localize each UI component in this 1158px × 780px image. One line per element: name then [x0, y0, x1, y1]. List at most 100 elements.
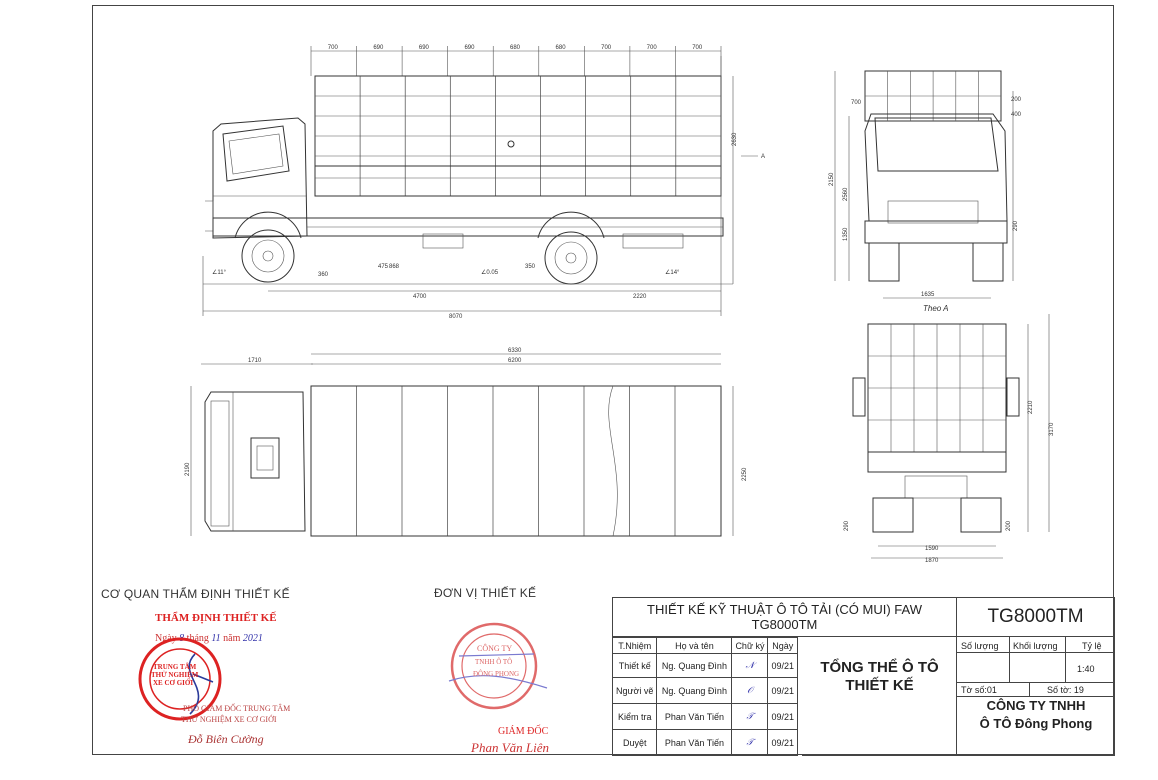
row-signature: 𝒯	[731, 729, 769, 756]
scale-value: 1:40	[1077, 664, 1095, 674]
design-signer: Phan Văn Liên	[471, 740, 549, 755]
row-role: Thiết kế	[611, 653, 658, 678]
sheet-number: Tờ số:01	[961, 685, 997, 695]
svg-text:1870: 1870	[925, 558, 939, 564]
row-role: Duyệt	[611, 729, 658, 756]
svg-text:∠14°: ∠14°	[665, 269, 680, 276]
row-name: Phan Văn Tiến	[656, 703, 733, 730]
front-track-dim: 1635	[921, 292, 935, 298]
personnel-header-row: T.Nhiệm Họ và tên Chữ ký Ngày	[611, 637, 798, 654]
svg-text:2190: 2190	[185, 462, 191, 476]
row-signature: 𝒩	[731, 653, 769, 678]
svg-text:2560: 2560	[843, 187, 849, 201]
svg-text:200: 200	[1006, 520, 1012, 531]
overall-length-dim: 8070	[449, 314, 463, 320]
section-mark-a: A	[761, 154, 765, 160]
review-date-month: 11	[211, 633, 221, 644]
design-role: GIÁM ĐỐC	[498, 726, 549, 737]
review-date-year-label: năm	[223, 633, 241, 644]
top-dim-label: 690	[373, 45, 384, 51]
view-label-theo-a: Theo A	[923, 304, 949, 313]
svg-text:400: 400	[1011, 112, 1022, 118]
plan-view: 1710 6330 6200 2190 2250	[185, 348, 748, 537]
review-date-year: 2021	[242, 633, 263, 644]
table-row: Duyệt Phan Văn Tiến 𝒯 09/21	[611, 729, 798, 756]
header-signature: Chữ ký	[731, 637, 769, 654]
design-unit-label: ĐƠN VỊ THIẾT KẾ	[434, 586, 537, 600]
quantity-label: Số lượng	[961, 641, 999, 651]
cargo-inner-length-dim: 6200	[508, 358, 522, 364]
top-dim-label: 680	[510, 45, 521, 51]
svg-text:290: 290	[1013, 220, 1019, 231]
row-name: Ng. Quang Đình	[656, 653, 733, 678]
design-seal-line-2: TNHH Ô TÔ	[475, 658, 513, 666]
company-name: CÔNG TY TNHH Ô TÔ Đông Phong	[957, 697, 1115, 733]
svg-text:200: 200	[1011, 97, 1022, 103]
top-dim-label: 700	[328, 45, 339, 51]
svg-text:868: 868	[389, 264, 400, 270]
svg-text:2150: 2150	[829, 172, 835, 186]
wheelbase-dim: 4700	[413, 294, 427, 300]
title-line-1: THIẾT KẾ KỸ THUẬT Ô TÔ TẢI (CÓ MUI) FAW	[647, 602, 922, 617]
top-dim-label: 700	[647, 45, 658, 51]
header-name: Họ và tên	[656, 637, 733, 654]
svg-text:475: 475	[378, 264, 389, 270]
company-line-1: CÔNG TY TNHH	[986, 698, 1086, 713]
drawing-title-cell: TỔNG THỂ Ô TÔ THIẾT KẾ	[802, 637, 957, 756]
title-line-2: TG8000TM	[751, 617, 818, 632]
personnel-table: T.Nhiệm Họ và tên Chữ ký Ngày Thiết kế N…	[611, 637, 798, 756]
scale-label: Tỷ lệ	[1082, 641, 1102, 651]
review-role-2: THỬ NGHIỆM XE CƠ GIỚI	[181, 715, 277, 724]
review-role: PHÓ GIÁM ĐỐC TRUNG TÂM	[183, 704, 291, 713]
top-dim-label: 680	[556, 45, 567, 51]
svg-text:2250: 2250	[742, 467, 748, 481]
rear-overhang-dim: 2220	[633, 294, 647, 300]
design-seal	[448, 622, 548, 710]
svg-text:360: 360	[318, 272, 329, 278]
top-dim-label: 700	[601, 45, 612, 51]
sheet-info-cell: Số lượng Khối lượng Tỷ lệ 1:40 Tờ số:01 …	[957, 637, 1115, 756]
sheet-count: Số tờ: 19	[1047, 685, 1084, 695]
row-date: 09/21	[767, 653, 798, 678]
svg-text:700: 700	[851, 100, 862, 106]
title-block-title: THIẾT KẾ KỸ THUẬT Ô TÔ TẢI (CÓ MUI) FAW …	[612, 597, 957, 637]
design-seal-line-3: ĐÔNG PHONG	[473, 670, 520, 678]
svg-text:350: 350	[525, 264, 536, 270]
header-date: Ngày	[767, 637, 798, 654]
row-date: 09/21	[767, 703, 798, 730]
top-dim-label: 700	[692, 45, 703, 51]
top-dim-label: 690	[419, 45, 430, 51]
drawing-title-line-1: TỔNG THỂ Ô TÔ	[820, 659, 939, 676]
svg-text:2630: 2630	[732, 132, 738, 146]
row-signature: 𝒯	[731, 703, 769, 730]
table-row: Thiết kế Ng. Quang Đình 𝒩 09/21	[611, 653, 798, 678]
drawing-title: TỔNG THỂ Ô TÔ THIẾT KẾ	[802, 659, 957, 695]
model-code: TG8000TM	[957, 597, 1115, 637]
review-seal-line-2: THỬ NGHIỆM	[151, 671, 199, 679]
review-stamp-title: THẨM ĐỊNH THIẾT KẾ	[155, 612, 277, 624]
company-line-2: Ô TÔ Đông Phong	[979, 716, 1093, 731]
rear-view: 1590 1870 3170 2210 290 200	[844, 314, 1055, 564]
row-date: 09/21	[767, 729, 798, 756]
header-role: T.Nhiệm	[611, 637, 658, 654]
rear-track-dim: 1590	[925, 546, 939, 552]
mass-label: Khối lượng	[1013, 641, 1058, 651]
row-role: Người vẽ	[611, 677, 658, 704]
table-row: Người vẽ Ng. Quang Đình 𝒪 09/21	[611, 677, 798, 704]
drawing-title-line-2: THIẾT KẾ	[845, 677, 914, 694]
svg-text:3170: 3170	[1049, 422, 1055, 436]
table-row: Kiểm tra Phan Văn Tiến 𝒯 09/21	[611, 703, 798, 730]
svg-text:∠11°: ∠11°	[212, 269, 227, 276]
design-seal-line-1: CÔNG TY	[477, 644, 513, 653]
row-name: Ng. Quang Đình	[656, 677, 733, 704]
title-block: THIẾT KẾ KỸ THUẬT Ô TÔ TẢI (CÓ MUI) FAW …	[611, 597, 1115, 756]
svg-text:∠0.05: ∠0.05	[481, 269, 499, 276]
row-role: Kiểm tra	[611, 703, 658, 730]
svg-text:2210: 2210	[1028, 400, 1034, 414]
svg-text:1350: 1350	[843, 227, 849, 241]
row-signature: 𝒪	[731, 677, 769, 704]
row-name: Phan Văn Tiến	[656, 729, 733, 756]
